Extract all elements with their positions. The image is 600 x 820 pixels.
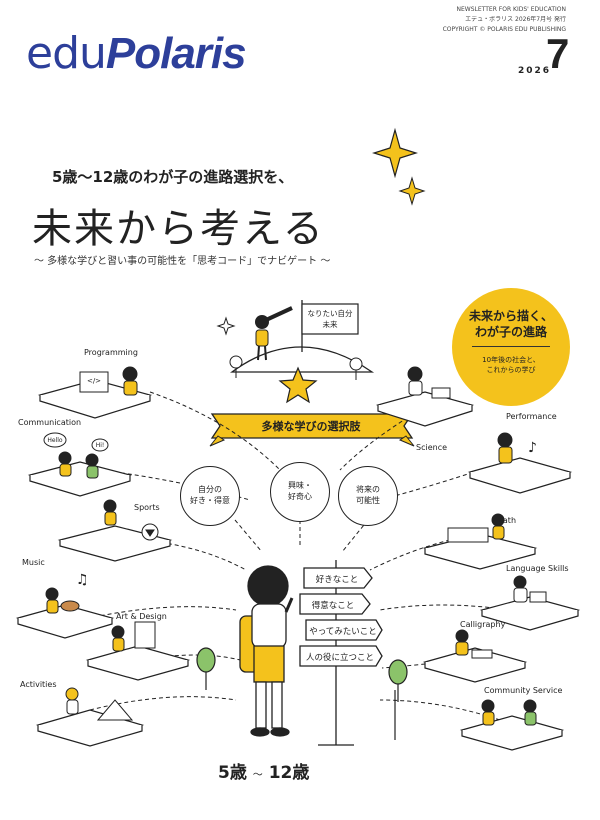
bubble-curiosity: 興味・ 好奇心: [270, 462, 330, 522]
badge-line: わが子の進路: [474, 325, 547, 339]
feature-badge: 未来から描く、 わが子の進路 10年後の社会と、 これからの学び: [452, 288, 570, 406]
laptop-code-icon: </>: [86, 377, 102, 385]
bubble-line: 好き・得意: [190, 496, 230, 505]
bubble-possibility: 将来の 可能性: [338, 466, 398, 526]
fine-print-line: COPYRIGHT © POLARIS EDU PUBLISHING: [442, 26, 566, 33]
star-icon: [278, 366, 318, 404]
bubble-line: 将来の: [356, 485, 380, 494]
telescope-icon: [265, 306, 293, 322]
label-communication: Communication: [18, 418, 82, 427]
label-programming: Programming: [84, 348, 138, 357]
fine-print-line: NEWSLETTER FOR KIDS' EDUCATION: [456, 6, 566, 13]
badge-line: これからの学び: [486, 366, 536, 374]
label-performance: Performance: [506, 412, 557, 421]
label-calligraphy: Calligraphy: [460, 620, 506, 629]
label-language-skills: Language Skills: [506, 564, 569, 573]
sign-likes: 好きなこと: [315, 575, 359, 585]
label-sports: Sports: [134, 503, 160, 512]
logo-polaris: Polaris: [105, 29, 247, 78]
label-activities: Activities: [20, 680, 57, 689]
flag-line: なりたい自分: [307, 309, 353, 318]
label-music: Music: [22, 558, 45, 567]
sign-help-others: 人の役に立つこと: [305, 653, 374, 663]
bubble-line: 自分の: [198, 485, 222, 494]
bubble-line: 興味・: [288, 481, 312, 490]
label-math: Math: [496, 516, 517, 525]
label-art-design: Art & Design: [116, 612, 167, 621]
subheadline: 5歳〜12歳のわが子の進路選択を、: [52, 168, 294, 186]
issue-year: 2026: [518, 66, 552, 76]
bubble-strengths: 自分の 好き・得意: [180, 466, 240, 526]
label-community-service: Community Service: [484, 686, 563, 695]
badge-line: 未来から描く、: [468, 309, 553, 323]
bubble-line: 可能性: [356, 496, 380, 505]
main-child: [239, 565, 294, 737]
fine-print-line: エデュ・ポラリス 2026年7月号 発行: [465, 16, 566, 23]
child-figure: [255, 315, 269, 329]
flag-line: 未来: [322, 320, 338, 329]
svg-text:♫: ♫: [76, 572, 89, 588]
speech-hello: Hello: [47, 437, 63, 444]
future-flag: [301, 303, 359, 335]
hill: [230, 346, 375, 373]
label-science: Science: [416, 443, 448, 452]
sign-want-to-try: やってみたいこと: [309, 627, 377, 637]
issue-number: 7: [546, 30, 570, 77]
main-headline: 未来から考える: [32, 206, 325, 252]
sparkle-icon: [216, 316, 236, 336]
age-range: 5歳 〜 12歳: [218, 758, 309, 783]
flag-label: なりたい自分 未来: [304, 308, 356, 330]
age-separator: 〜: [252, 770, 263, 781]
signpost: [299, 560, 383, 746]
tagline: 〜 多様な学びと習い事の可能性を「思考コード」でナビゲート 〜: [34, 256, 331, 267]
choices-banner-text: 多様な学びの選択肢: [261, 420, 361, 433]
sign-strengths: 得意なこと: [311, 601, 355, 611]
logo-edu: edu: [26, 28, 107, 79]
speech-hi: Hi!: [95, 442, 105, 449]
badge-line: 10年後の社会と、: [482, 356, 540, 364]
sparkle-icon: [371, 127, 419, 179]
sparkle-icon: [398, 176, 426, 206]
age-to: 12歳: [268, 763, 310, 783]
edupolaris-logo[interactable]: eduPolaris: [26, 28, 247, 79]
bubble-line: 好奇心: [288, 492, 312, 501]
age-from: 5歳: [218, 763, 247, 783]
svg-text:♪: ♪: [528, 440, 537, 456]
